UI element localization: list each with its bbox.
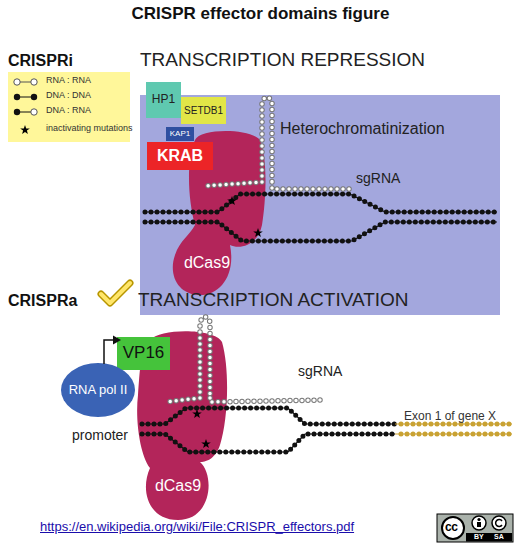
sgrna-label: sgRNA: [298, 364, 342, 379]
exon-strand: [401, 424, 512, 434]
node-text: KRAB: [157, 147, 203, 165]
krab-box: KRAB: [147, 142, 213, 170]
node-text: KAP1: [170, 130, 190, 139]
by-icon: [472, 516, 486, 530]
legend-dna-dot: [31, 94, 37, 100]
legend-rna-dot: [31, 109, 37, 115]
license-text: BY: [474, 533, 484, 541]
panel-heading: TRANSCRIPTION ACTIVATION: [138, 290, 409, 311]
panel-tag: CRISPRa: [8, 292, 77, 310]
promoter-label: promoter: [72, 428, 128, 443]
hp1-box: HP1: [146, 82, 181, 118]
legend-dna-line: [17, 97, 34, 98]
node-text: SETDB1: [184, 105, 223, 116]
legend-star: [20, 125, 30, 134]
license-text: SA: [494, 533, 504, 541]
legend-text: DNA : DNA: [46, 91, 91, 101]
tss-arrow: [104, 340, 114, 364]
exon-label: Exon 1 of gene X: [404, 410, 496, 423]
source-link: https://en.wikipedia.org/wiki/File:CRISP…: [40, 520, 354, 534]
node-text-area: Heterochromatinization: [280, 120, 445, 138]
node-text: HP1: [152, 93, 175, 106]
node-text-area: dCas9: [168, 254, 246, 272]
legend-hybrid-line: [17, 112, 34, 113]
node-text: RNA pol II: [69, 383, 128, 397]
setdb1-box: SETDB1: [181, 97, 226, 124]
blob-shape: [137, 331, 227, 520]
rna-pol-ellipse: RNA pol II: [61, 363, 135, 417]
legend-dna-dot: [14, 109, 20, 115]
checkmark: [101, 283, 130, 303]
license-text: cc: [445, 521, 457, 534]
node-text: VP16: [123, 344, 165, 363]
legend-rna-line: [17, 82, 34, 83]
kap1-box: KAP1: [166, 127, 194, 141]
panel-tag: CRISPRi: [8, 52, 73, 70]
vp16-box: VP16: [117, 337, 170, 370]
legend-rna-dot: [31, 79, 37, 85]
legend-rna-dot: [14, 79, 20, 85]
panel-heading: TRANSCRIPTION REPRESSION: [140, 50, 425, 71]
figure-title: CRISPR effector domains figure: [0, 5, 521, 24]
cc-circle: [442, 517, 464, 539]
license-strip: [466, 533, 512, 542]
legend-dna-dot: [14, 94, 20, 100]
by-icon-body: [477, 522, 481, 527]
sa-icon: [492, 516, 506, 530]
sgrna-label: sgRNA: [356, 171, 400, 186]
exon-strand: [395, 424, 512, 434]
node-text: Heterochromatinization: [280, 120, 445, 138]
legend-text: RNA : RNA: [46, 76, 91, 86]
legend-text: inactivating mutations: [46, 124, 133, 134]
legend-text: DNA : RNA: [46, 106, 91, 116]
checkmark: [101, 283, 130, 303]
sa-icon-arc: [496, 520, 502, 527]
heterochromatin-region: HeterochromatinizationKAP1KRAB dCas9: [140, 95, 500, 315]
license-badge: [437, 514, 513, 542]
node-text: dCas9: [168, 254, 246, 272]
by-icon-head: [477, 518, 480, 521]
node-text-area: dCas9: [138, 477, 218, 495]
node-text: dCas9: [138, 477, 218, 495]
